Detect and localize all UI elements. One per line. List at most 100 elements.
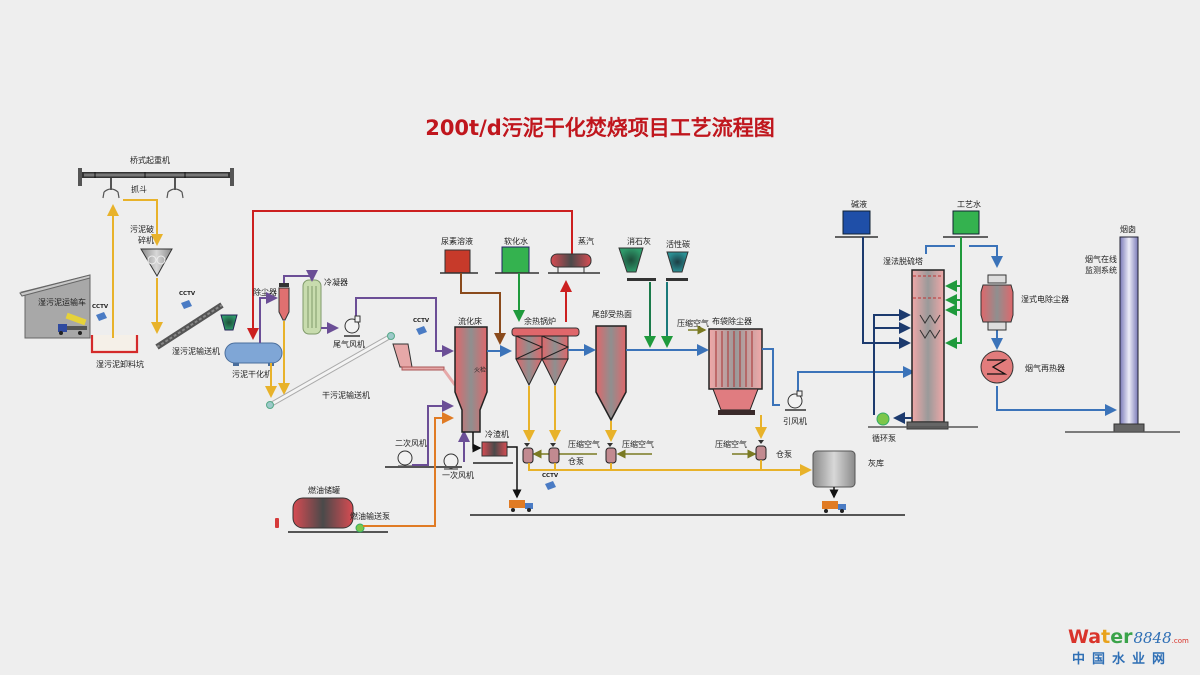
cctv-camera-4: CCTV xyxy=(542,473,559,490)
oil-tank-label: 燃油储罐 xyxy=(308,485,340,495)
lime-label: 消石灰 xyxy=(627,236,651,246)
process-water-line xyxy=(945,237,962,349)
svg-text:CCTV: CCTV xyxy=(413,318,430,324)
secondary-air-fan xyxy=(397,450,413,467)
alkali-line xyxy=(862,237,912,424)
pit-label: 湿污泥卸料坑 xyxy=(96,359,144,369)
circ-pump-label: 循环泵 xyxy=(872,433,896,443)
fuel-oil-line xyxy=(363,412,454,527)
waste-heat-boiler xyxy=(511,327,580,387)
process-water-label: 工艺水 xyxy=(957,199,981,209)
condenser xyxy=(302,279,322,335)
chimney-label: 烟囱 xyxy=(1120,224,1136,234)
urea-tank xyxy=(440,249,478,274)
process-water-tank xyxy=(943,210,988,238)
secondary-fan-label: 二次风机 xyxy=(395,438,427,448)
ash-silo xyxy=(812,450,856,488)
dry-sludge-drop xyxy=(265,321,290,398)
compressed-air-label-4: 压缩空气 xyxy=(715,439,747,449)
dry-conveyor-label: 干污泥输送机 xyxy=(322,390,370,400)
wet-esp xyxy=(980,274,1014,331)
watermark-logo: Water8848.com 中国水业网 xyxy=(1068,626,1189,667)
waste-heat-boiler-label: 余热锅炉 xyxy=(524,316,556,326)
diagram-title: 200t/d污泥干化焚烧项目工艺流程图 xyxy=(425,116,775,140)
soft-water-label: 软化水 xyxy=(504,236,528,246)
flue-gas-line xyxy=(487,245,1117,416)
svg-text:CCTV: CCTV xyxy=(179,291,196,297)
feed-hopper xyxy=(220,314,238,331)
circulating-pump xyxy=(868,412,978,428)
fgd-label: 湿法脱硫塔 xyxy=(883,256,923,266)
primary-fan-label: 一次风机 xyxy=(442,470,474,480)
grab-label: 抓斗 xyxy=(131,184,147,194)
exhaust-fan xyxy=(344,315,361,337)
urea-line xyxy=(460,273,506,345)
cems-label-1: 烟气在线 xyxy=(1085,254,1117,264)
primary-air-fan xyxy=(443,453,459,470)
fluidized-bed-furnace xyxy=(454,326,488,433)
slag-cooler-label: 冷渣机 xyxy=(485,429,509,439)
slag-line xyxy=(472,432,522,499)
sludge-crusher xyxy=(140,248,173,278)
fluidized-bed-label: 流化床 xyxy=(458,316,482,326)
truck-shed xyxy=(19,274,91,339)
dry-sludge-conveyor xyxy=(266,332,395,409)
compressed-air-label-3: 压缩空气 xyxy=(622,439,654,449)
lime-silo xyxy=(618,247,656,281)
sludge-dryer xyxy=(224,342,283,366)
slag-cooler xyxy=(473,441,513,464)
bridge-crane xyxy=(78,168,234,186)
carbon-label: 活性碳 xyxy=(666,239,690,249)
tail-heating-label: 尾部受热面 xyxy=(592,309,632,319)
truck-label: 湿污泥运输车 xyxy=(38,297,86,307)
exhaust-fan-label: 尾气风机 xyxy=(333,339,365,349)
condenser-label: 冷凝器 xyxy=(324,277,348,287)
svg-text:CCTV: CCTV xyxy=(92,304,109,310)
bag-filter xyxy=(708,328,763,415)
cctv-camera-1: CCTV xyxy=(92,304,109,321)
wet-sludge-line xyxy=(107,199,163,338)
ash-truck-2 xyxy=(822,501,846,513)
discharge-pit xyxy=(90,335,139,354)
soft-water-tank xyxy=(495,246,539,274)
cems-label-2: 监测系统 xyxy=(1085,265,1117,275)
steam-drum xyxy=(548,253,600,274)
grab-bucket-icon xyxy=(102,178,184,199)
compressed-air-label-1: 压缩空气 xyxy=(677,318,709,328)
id-fan-label: 引风机 xyxy=(783,416,807,426)
exhaust-line xyxy=(259,270,470,466)
crane-label: 桥式起重机 xyxy=(130,155,170,165)
alkali-tank xyxy=(835,210,878,238)
dust-collector-label: 除尘器 xyxy=(253,287,277,297)
silo-pump-3 xyxy=(605,443,617,464)
wet-conveyor-label: 湿污泥输送机 xyxy=(172,346,220,356)
silo-pump-label-2: 仓泵 xyxy=(776,449,792,459)
alkali-label: 碱液 xyxy=(851,199,867,209)
cctv-camera-2: CCTV xyxy=(179,291,196,309)
ash-truck-1 xyxy=(509,500,533,512)
steam-line xyxy=(247,210,573,340)
ash-line xyxy=(523,386,812,476)
oil-pump-label: 燃油输送泵 xyxy=(350,511,390,521)
cctv-camera-3: CCTV xyxy=(413,318,430,335)
bag-filter-label: 布袋除尘器 xyxy=(712,316,752,326)
svg-text:Water8848.com: Water8848.com xyxy=(1068,626,1189,648)
wet-sludge-conveyor xyxy=(155,302,224,350)
silo-pump-label-1: 仓泵 xyxy=(568,456,584,466)
tail-heating-surface xyxy=(595,325,627,422)
silo-pump-2 xyxy=(548,443,560,464)
wet-fgd-tower xyxy=(906,269,949,430)
crusher-label-1: 污泥破 xyxy=(130,224,154,234)
fuel-oil-tank xyxy=(275,497,388,533)
dryer-label: 污泥干化机 xyxy=(232,369,272,379)
ash-silo-label: 灰库 xyxy=(868,458,884,468)
crusher-label-2: 碎机 xyxy=(138,235,154,245)
activated-carbon-silo xyxy=(666,251,689,281)
silo-pump-1 xyxy=(522,443,534,464)
flue-gas-reheater xyxy=(980,350,1014,384)
wet-esp-label: 湿式电除尘器 xyxy=(1021,294,1069,304)
steam-label: 蒸汽 xyxy=(578,236,594,246)
chimney xyxy=(1065,236,1180,433)
dry-sludge-hopper xyxy=(392,343,457,386)
